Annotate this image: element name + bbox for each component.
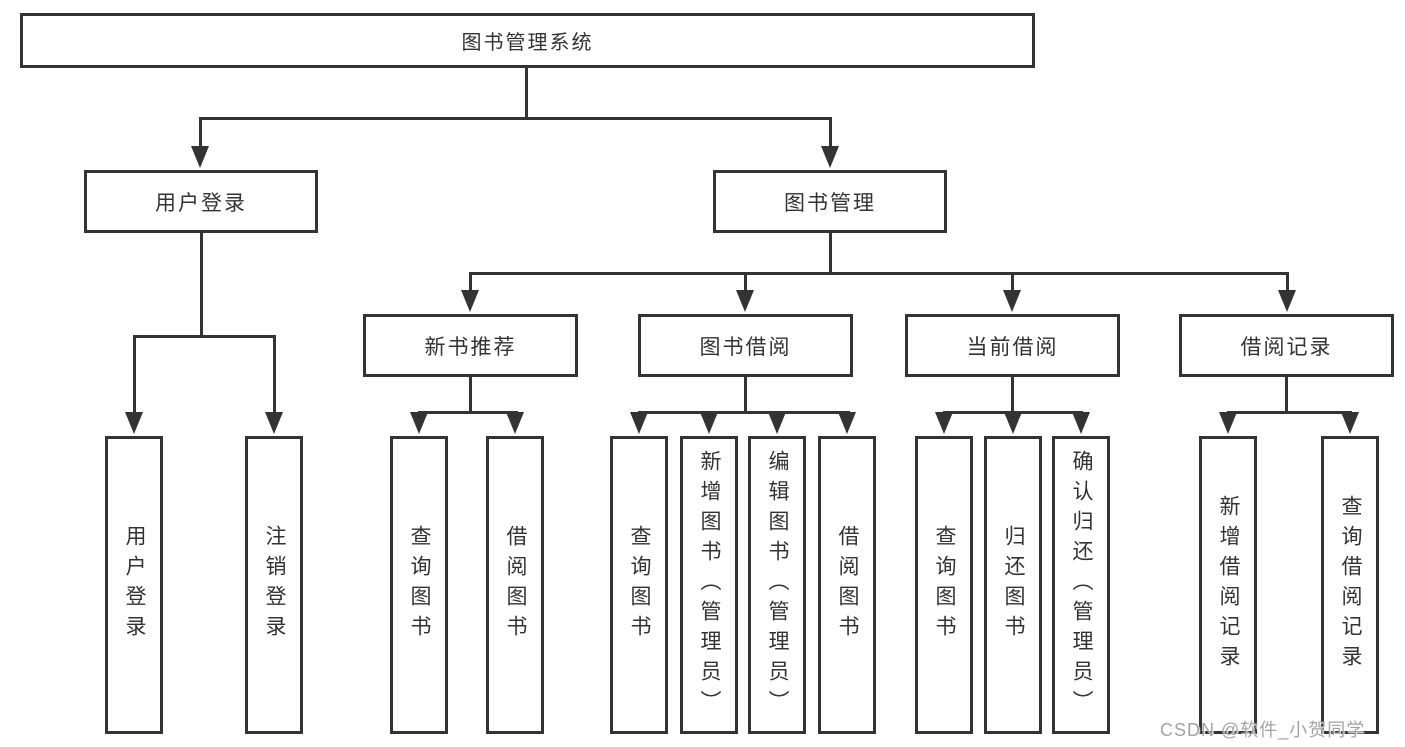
arrow-down-icon [736, 290, 754, 312]
arrow-down-icon [265, 412, 283, 434]
node-label: 编辑图书（管理员） [766, 450, 789, 720]
node-new-book-recommend: 新书推荐 [363, 314, 578, 377]
node-borrow-books-recommend: 借阅图书 [486, 436, 544, 734]
connector-drop-borrow-records [1286, 272, 1289, 292]
node-confirm-return-admin: 确认归还（管理员） [1052, 436, 1110, 734]
node-label: 借阅记录 [1240, 335, 1333, 359]
node-label: 借阅图书 [836, 525, 859, 645]
arrow-down-icon [410, 412, 428, 434]
node-edit-book-admin: 编辑图书（管理员） [748, 436, 806, 734]
connector-drop-new-book [469, 272, 472, 292]
connector-new-book-stub [469, 377, 472, 411]
node-book-borrowing: 图书借阅 [638, 314, 853, 377]
node-label: 新增借阅记录 [1217, 495, 1240, 675]
arrow-down-icon [1341, 412, 1359, 434]
arrow-down-icon [935, 412, 953, 434]
node-add-borrow-record: 新增借阅记录 [1199, 436, 1257, 734]
arrow-down-icon [125, 412, 143, 434]
arrow-down-icon [1278, 290, 1296, 312]
connector-drop-leaf [273, 335, 276, 414]
node-label: 查询图书 [933, 525, 956, 645]
connector-borrow-records-split [1227, 411, 1352, 414]
node-current-borrowing: 当前借阅 [905, 314, 1120, 377]
node-label: 图书管理系统 [461, 32, 594, 54]
node-query-books-borrowing: 查询图书 [610, 436, 668, 734]
arrow-down-icon [1219, 412, 1237, 434]
watermark-text: CSDN @软件_小贺同学 [1160, 720, 1366, 740]
node-library-system: 图书管理系统 [20, 13, 1035, 68]
node-query-books-recommend: 查询图书 [390, 436, 448, 734]
node-user-login-leaf: 用户登录 [105, 436, 163, 734]
node-label: 用户登录 [123, 525, 146, 645]
connector-root-split [199, 117, 832, 120]
node-return-books: 归还图书 [984, 436, 1042, 734]
arrow-down-icon [700, 412, 718, 434]
node-label: 新增图书（管理员） [698, 450, 721, 720]
connector-borrow-records-stub [1285, 377, 1288, 411]
arrow-down-icon [1003, 290, 1021, 312]
node-label: 新书推荐 [424, 335, 517, 359]
connector-new-book-split [418, 411, 518, 414]
node-query-books-current: 查询图书 [915, 436, 973, 734]
node-label: 图书借阅 [699, 335, 792, 359]
node-add-book-admin: 新增图书（管理员） [680, 436, 738, 734]
arrow-down-icon [461, 290, 479, 312]
connector-book-management-split [469, 272, 1289, 275]
arrow-down-icon [768, 412, 786, 434]
connector-drop-user-login [199, 117, 202, 149]
arrow-down-icon [821, 146, 839, 168]
connector-current-borrow-stub [1011, 377, 1014, 411]
node-label: 图书管理 [784, 191, 876, 215]
node-label: 当前借阅 [966, 335, 1059, 359]
node-user-login: 用户登录 [84, 170, 318, 233]
connector-drop-book-management [829, 117, 832, 149]
node-label: 查询借阅记录 [1339, 495, 1362, 675]
connector-book-borrow-split [638, 411, 850, 414]
node-label: 注销登录 [263, 525, 286, 645]
arrow-down-icon [506, 412, 524, 434]
node-label: 借阅图书 [504, 525, 527, 645]
connector-drop-leaf [133, 335, 136, 414]
arrow-down-icon [630, 412, 648, 434]
arrow-down-icon [1004, 412, 1022, 434]
node-borrowing-records: 借阅记录 [1179, 314, 1394, 377]
connector-book-management-stub [829, 233, 832, 274]
connector-drop-current-borrow [1011, 272, 1014, 292]
arrow-down-icon [838, 412, 856, 434]
node-label: 查询图书 [628, 525, 651, 645]
node-label: 确认归还（管理员） [1070, 450, 1093, 720]
arrow-down-icon [191, 146, 209, 168]
node-label: 查询图书 [408, 525, 431, 645]
node-borrow-books-borrowing: 借阅图书 [818, 436, 876, 734]
connector-user-login-split [133, 335, 276, 338]
arrow-down-icon [1072, 412, 1090, 434]
node-query-borrow-record: 查询借阅记录 [1321, 436, 1379, 734]
connector-user-login-stub [200, 233, 203, 335]
node-logout: 注销登录 [245, 436, 303, 734]
connector-drop-book-borrow [744, 272, 747, 292]
node-label: 归还图书 [1002, 525, 1025, 645]
node-label: 用户登录 [155, 191, 247, 215]
connector-root-stub [525, 68, 528, 117]
node-book-management: 图书管理 [713, 170, 947, 233]
connector-book-borrow-stub [744, 377, 747, 411]
